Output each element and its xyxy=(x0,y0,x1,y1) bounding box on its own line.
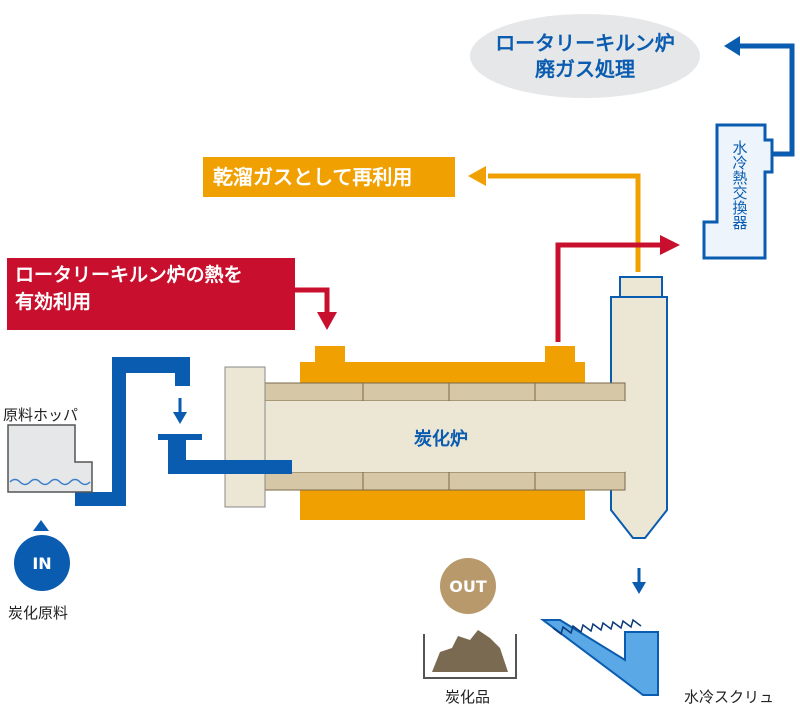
feed-pipe xyxy=(75,357,190,506)
reuse-label: 乾溜ガスとして再利用 xyxy=(213,165,413,189)
kiln-label: 炭化炉 xyxy=(414,429,468,450)
reuse-badge: 乾溜ガスとして再利用 xyxy=(203,157,455,197)
feed-arrow-head xyxy=(173,412,187,424)
exhaust-label-line1: ロータリーキルン炉 xyxy=(495,31,675,55)
heat-exchanger-label: 水冷熱交換器 xyxy=(726,140,752,235)
kiln-brick-bottom xyxy=(264,471,626,491)
exhaust-label-line2: 廃ガス処理 xyxy=(535,57,635,81)
exhaust-bubble xyxy=(470,14,700,98)
cooling-screw xyxy=(540,619,659,696)
in-circle: IN xyxy=(14,535,70,591)
heat-badge: ロータリーキルン炉の熱を 有効利用 xyxy=(7,258,295,330)
kiln-drum xyxy=(265,401,625,472)
product-container xyxy=(423,634,517,679)
heat-exchanger-text: 水冷熱交換器 xyxy=(730,140,749,230)
cooling-screw-coil xyxy=(552,618,642,636)
heat-exchanger xyxy=(702,123,774,260)
hopper-label: 原料ホッパ xyxy=(3,406,79,424)
product-label: 炭化品 xyxy=(445,688,491,706)
in-up-triangle xyxy=(33,520,49,531)
hopper xyxy=(7,424,93,493)
heat-label-line1: ロータリーキルン炉の熱を xyxy=(15,264,243,286)
heat-label-line2: 有効利用 xyxy=(15,291,92,313)
raw-material-label: 炭化原料 xyxy=(8,604,69,622)
feed-screw xyxy=(158,434,292,474)
out-circle: OUT xyxy=(440,558,496,614)
exhaust-arrow-head xyxy=(724,36,740,56)
output-arrow-head xyxy=(632,582,646,594)
product-pile xyxy=(432,630,508,672)
screw-label: 水冷スクリュ xyxy=(684,688,775,706)
reuse-arrow-head xyxy=(468,166,486,186)
in-label: IN xyxy=(32,553,52,573)
kiln-brick-top xyxy=(264,382,626,402)
separator-top xyxy=(619,276,663,298)
out-label: OUT xyxy=(449,576,487,596)
hopper-wave xyxy=(9,478,91,486)
heat-to-exchanger-arrow xyxy=(660,235,680,255)
reuse-flow-line xyxy=(488,173,641,272)
kiln-end-cap xyxy=(224,366,266,508)
heat-reuse-arrow xyxy=(317,312,337,330)
exhaust-label: ロータリーキルン炉 廃ガス処理 xyxy=(485,30,685,82)
exhaust-flow-line xyxy=(738,43,795,157)
heat-reuse-line xyxy=(290,287,330,312)
heat-to-exchanger-line xyxy=(555,242,660,342)
